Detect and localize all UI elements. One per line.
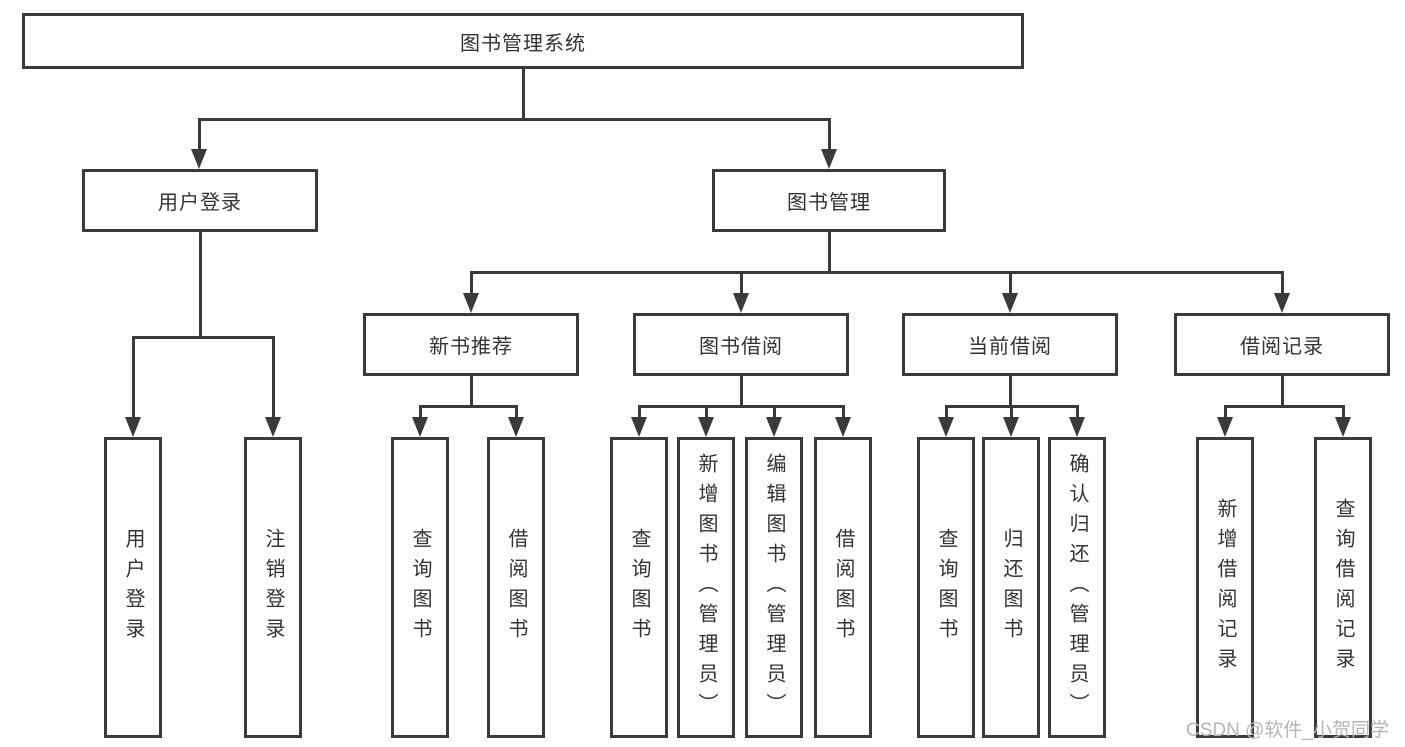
node-user-login: 用户登录 [82,169,318,232]
node-new-book-recommend: 新书推荐 [363,313,579,376]
leaf-logout: 注销登录 [244,437,302,738]
leaf-edit-books-admin: 编辑图书（管理员） [745,437,803,738]
connector-line [199,232,202,336]
leaf-query-books-current: 查询图书 [917,437,975,738]
node-book-management: 图书管理 [712,169,946,232]
arrow-down-icon [1002,293,1018,313]
connector-line [740,271,743,293]
connector-line [1009,375,1012,405]
node-book-borrowing: 图书借阅 [633,313,849,376]
connector-line [470,271,473,293]
connector-line [773,405,776,417]
leaf-label: 新增图书（管理员） [695,452,717,723]
connector-line [828,232,831,271]
connector-line [1342,405,1345,417]
connector-line [470,271,1284,274]
connector-line [945,405,1079,408]
connector-line [705,405,708,417]
leaf-label: 归还图书 [1000,527,1022,648]
leaf-add-borrow-record: 新增借阅记录 [1196,437,1254,738]
connector-line [1224,405,1227,417]
connector-line [1010,405,1013,417]
connector-line [522,69,525,118]
connector-line [945,405,948,417]
connector-line [1281,271,1284,293]
connector-line [1076,405,1079,417]
leaf-label: 借阅图书 [505,527,527,648]
connector-line [1224,405,1345,408]
connector-line [638,405,845,408]
connector-line [132,336,275,339]
connector-line [419,405,518,408]
connector-line [132,336,135,417]
node-borrowing-records: 借阅记录 [1174,313,1390,376]
arrow-down-icon [631,417,647,437]
leaf-label: 查询图书 [935,527,957,648]
arrow-down-icon [191,149,207,169]
connector-line [638,405,641,417]
arrow-down-icon [1335,417,1351,437]
arrow-down-icon [463,293,479,313]
connector-line [198,118,201,149]
connector-line [470,375,473,405]
node-current-borrowing: 当前借阅 [902,313,1118,376]
leaf-borrow-books-recommend: 借阅图书 [487,437,545,738]
leaf-query-books-recommend: 查询图书 [391,437,449,738]
connector-line [515,405,518,417]
leaf-confirm-return-admin: 确认归还（管理员） [1048,437,1106,738]
leaf-label: 查询图书 [409,527,431,648]
leaf-query-borrow-record: 查询借阅记录 [1314,437,1372,738]
arrow-down-icon [508,417,524,437]
arrow-down-icon [938,417,954,437]
leaf-label: 新增借阅记录 [1214,497,1236,678]
leaf-user-login: 用户登录 [104,437,162,738]
connector-line [842,405,845,417]
arrow-down-icon [698,417,714,437]
connector-line [740,375,743,405]
leaf-label: 查询图书 [628,527,650,648]
connector-line [198,118,831,121]
csdn-watermark: CSDN @软件_小贺同学 [1186,720,1389,741]
leaf-query-books-borrowing: 查询图书 [610,437,668,738]
arrow-down-icon [1217,417,1233,437]
arrow-down-icon [1069,417,1085,437]
arrow-down-icon [733,293,749,313]
leaf-label: 确认归还（管理员） [1066,452,1088,723]
arrow-down-icon [1003,417,1019,437]
leaf-return-books: 归还图书 [982,437,1040,738]
arrow-down-icon [412,417,428,437]
connector-line [1281,375,1284,405]
connector-line [828,118,831,149]
arrow-down-icon [125,417,141,437]
arrow-down-icon [1274,293,1290,313]
leaf-borrow-books-borrowing: 借阅图书 [814,437,872,738]
leaf-add-books-admin: 新增图书（管理员） [677,437,735,738]
connector-line [1009,271,1012,293]
leaf-label: 用户登录 [122,527,144,648]
connector-line [272,336,275,417]
arrow-down-icon [766,417,782,437]
connector-line [419,405,422,417]
arrow-down-icon [265,417,281,437]
arrow-down-icon [821,149,837,169]
arrow-down-icon [835,417,851,437]
leaf-label: 注销登录 [262,527,284,648]
leaf-label: 查询借阅记录 [1332,497,1354,678]
leaf-label: 编辑图书（管理员） [763,452,785,723]
leaf-label: 借阅图书 [832,527,854,648]
node-library-system: 图书管理系统 [22,13,1024,69]
